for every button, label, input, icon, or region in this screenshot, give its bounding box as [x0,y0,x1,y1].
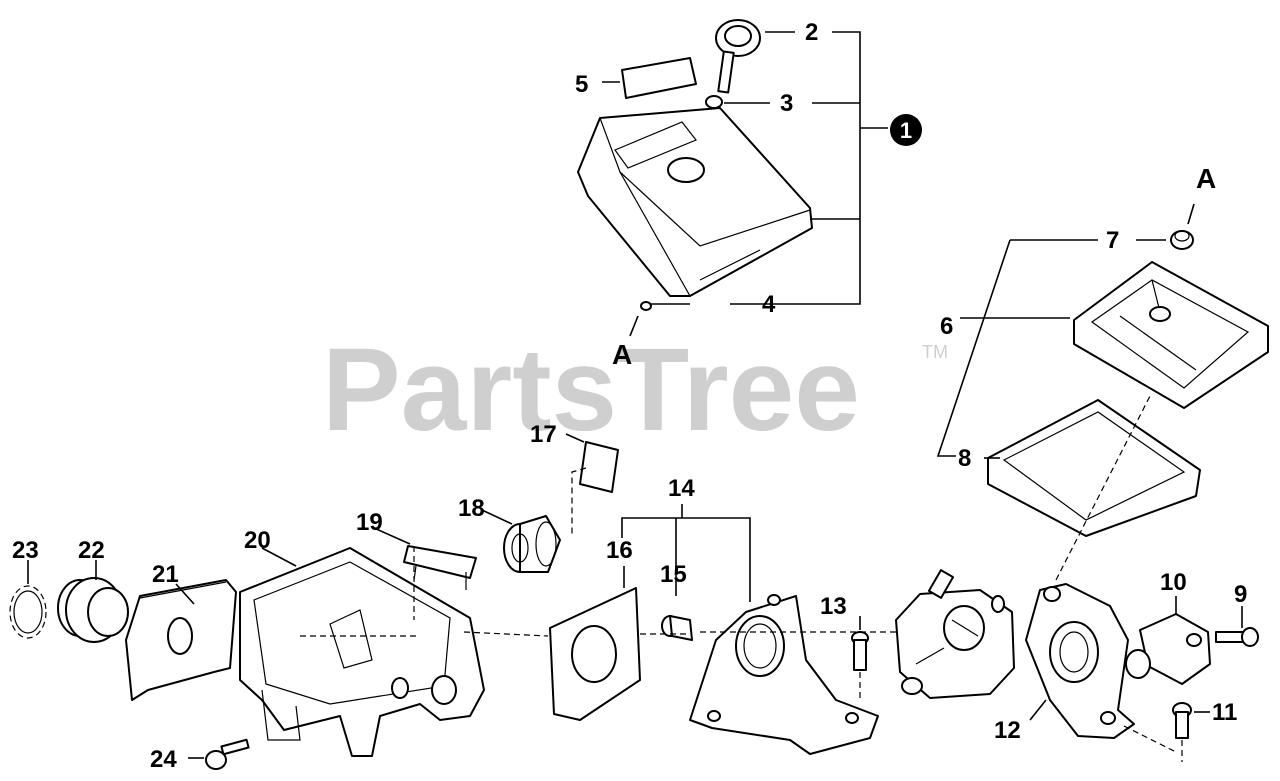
part-screw-13[interactable] [851,631,869,671]
callout-16: 16 [606,537,633,564]
part-cover-10[interactable] [1125,613,1211,685]
callout-20: 20 [244,527,271,554]
callout-7: 7 [1106,227,1119,254]
callout-17: 17 [530,421,557,448]
ref-letter-a-top: A [1196,163,1216,194]
part-air-filter-6[interactable] [1073,261,1269,409]
callout-11: 11 [1212,699,1237,726]
part-knob-2[interactable] [715,19,761,94]
part-fitting-15[interactable] [661,615,693,641]
callout-21: 21 [152,561,179,588]
ref-letter-a-bottom: A [612,339,632,370]
callout-19: 19 [356,509,383,536]
watermark-trademark: TM [922,342,948,362]
part-carburetor-housing-20[interactable] [239,547,485,757]
part-adaptor-12[interactable] [1025,583,1135,739]
callout-12: 12 [994,717,1021,744]
callout-4: 4 [762,291,776,318]
callout-15: 15 [660,561,687,588]
part-screw-9[interactable] [1215,627,1259,647]
part-choke-lever-19[interactable] [403,545,477,590]
callout-18: 18 [458,495,485,522]
callout-1: 1 [900,118,912,143]
callout-24: 24 [150,746,177,773]
callout-5: 5 [575,71,588,98]
callout-23: 23 [12,537,39,564]
part-plate-21[interactable] [125,579,237,701]
callout-8: 8 [958,445,971,472]
part-carburetor[interactable] [895,569,1015,699]
callout-1-badge [890,114,922,146]
part-screw-11[interactable] [1172,702,1192,739]
part-intake-boot-22[interactable] [57,577,129,643]
watermark-logo: PartsTree [322,324,860,456]
callout-3: 3 [780,90,793,117]
part-gasket-16[interactable] [549,587,641,721]
part-gasket-8[interactable] [987,399,1201,537]
part-air-filter-cover[interactable] [577,107,813,297]
part-nut-7[interactable] [1170,230,1194,250]
callout-14: 14 [668,475,695,502]
callout-13: 13 [820,593,847,620]
part-insulator-14[interactable] [689,594,879,755]
callout-10: 10 [1160,569,1187,596]
callout-22: 22 [78,537,105,564]
part-choke-shaft-18[interactable] [503,515,561,573]
part-oring-3[interactable] [705,95,723,109]
part-clamp-23[interactable] [9,585,47,639]
part-screw-24[interactable] [205,738,250,770]
callout-2: 2 [805,19,818,46]
part-grommet-4[interactable] [640,301,652,311]
part-label-17[interactable] [579,441,619,493]
callout-6: 6 [940,313,953,340]
part-label-5[interactable] [621,57,697,99]
callout-9: 9 [1234,581,1247,608]
